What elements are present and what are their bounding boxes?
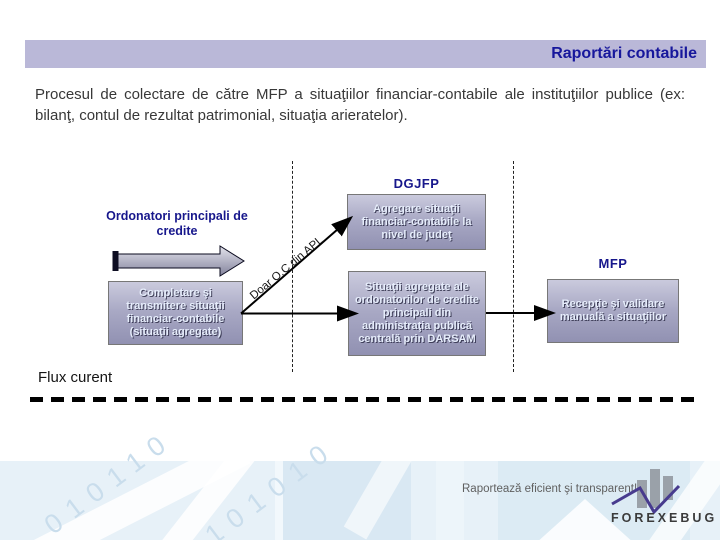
band-strip <box>275 461 283 540</box>
logo-zigzag-icon <box>611 484 681 515</box>
slide-title: Raportări contabile <box>551 45 697 62</box>
intro-paragraph: Procesul de colectare de către MFP a sit… <box>35 86 685 124</box>
logo-bar-icon <box>650 469 660 508</box>
brand-name: FOREXEBUG <box>611 511 718 525</box>
process-box-agregare: Agregare situaţii financiar-contabile la… <box>347 194 486 250</box>
footer-band: 010110 0101010 Raportează eficient şi tr… <box>0 422 720 540</box>
actor-label-dgjfp: DGJFP <box>393 176 440 191</box>
slide-title-bar: Raportări contabile <box>25 40 706 68</box>
arrow-annotation: Doar O.C din APL <box>248 234 326 303</box>
decor-triangle-shape <box>535 499 635 540</box>
band-strip <box>436 461 464 540</box>
thick-dashed-divider <box>30 397 697 402</box>
logo-bar-icon <box>663 476 673 500</box>
process-box-receptie: Recepţie şi validare manuală a situaţiil… <box>547 279 679 343</box>
footer-slogan: Raportează eficient şi transparent! <box>462 483 638 495</box>
block-arrow-icon <box>112 245 245 277</box>
actor-label-ordonatori: Ordonatori principali de credite <box>106 209 248 238</box>
process-box-situatii-agregate: Situaţii agregate ale ordonatorilor de c… <box>348 271 486 356</box>
process-box-completare: Completare şi transmitere situaţii finan… <box>108 281 243 345</box>
flux-curent-label: Flux curent <box>38 369 113 386</box>
actor-label-mfp: MFP <box>598 256 628 271</box>
dashed-separator-right <box>513 161 514 372</box>
